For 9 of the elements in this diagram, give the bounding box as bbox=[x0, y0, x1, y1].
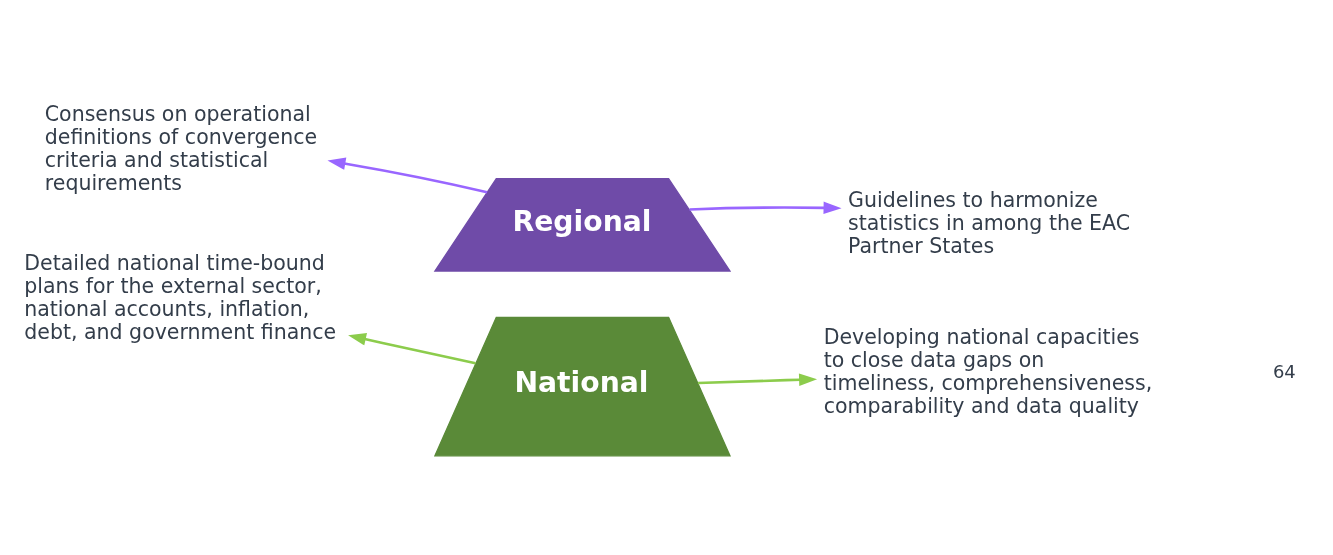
label: 64 bbox=[1272, 361, 1296, 383]
arrow bbox=[327, 157, 488, 194]
node-text: Detailed national time-bound plans for the external sector, national accounts, inflation, debt, and government finance bbox=[24, 250, 337, 344]
node-text: Guidelines to harmonize statistics in among the EAC Partner States bbox=[848, 187, 1131, 258]
node-text: Consensus on operational definitions of convergence criteria and statistical requirements bbox=[44, 101, 318, 195]
arrow bbox=[689, 201, 842, 215]
arrow bbox=[348, 333, 476, 365]
arrow bbox=[698, 373, 818, 387]
node-text: Developing national capacities to close data gaps on timeliness, comprehensiveness, comparability and data quality bbox=[823, 324, 1153, 419]
